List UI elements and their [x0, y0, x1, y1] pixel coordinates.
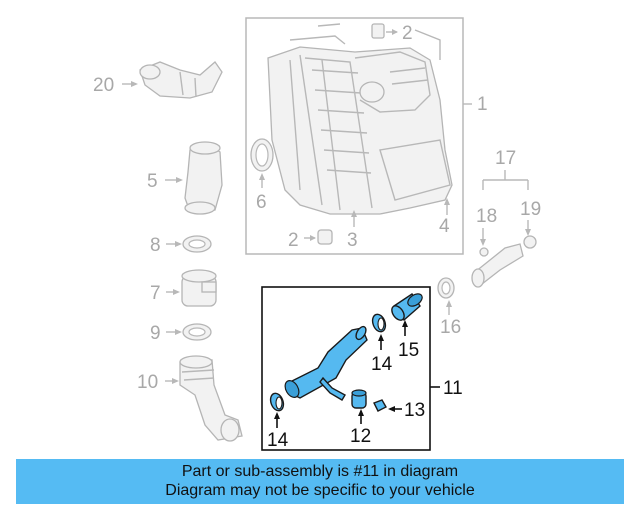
- callout-1: 1: [477, 94, 488, 115]
- elbow-hose-part-5: 5: [147, 141, 223, 215]
- sleeve-part-15: 15: [391, 293, 423, 361]
- clamp-part-16: 16: [437, 277, 461, 338]
- o-ring-part-8: 8: [150, 235, 212, 256]
- grommet-part-2-bottom: 2: [288, 229, 333, 251]
- callout-13: 13: [404, 400, 425, 421]
- intake-duct-part-20: 20: [93, 61, 223, 99]
- info-banner: Part or sub-assembly is #11 in diagram D…: [16, 459, 624, 504]
- callout-12: 12: [350, 426, 371, 447]
- fitting-part-13: 13: [373, 399, 425, 421]
- sub-assembly-box-11: [261, 286, 431, 451]
- callout-14-upper: 14: [371, 354, 393, 375]
- clamp-part-14-upper: 14: [371, 313, 393, 375]
- pipe-assembly-11: [284, 325, 368, 401]
- callout-17: 17: [495, 148, 516, 169]
- callout-4: 4: [439, 216, 450, 237]
- callout-15: 15: [398, 340, 419, 361]
- callout-3: 3: [347, 230, 358, 251]
- tube-parts-18-19: [471, 235, 537, 288]
- callout-10: 10: [137, 372, 158, 393]
- callout-14-lower: 14: [267, 430, 289, 451]
- callout-9: 9: [150, 323, 161, 344]
- callout-20: 20: [93, 75, 114, 96]
- air-cleaner-housing-drawing: [267, 23, 453, 215]
- callout-18: 18: [476, 206, 497, 227]
- callout-6: 6: [256, 192, 267, 213]
- sensor-part-7: 7: [150, 269, 217, 307]
- callout-8: 8: [150, 235, 161, 256]
- grommet-part-2-top: 2: [371, 23, 413, 44]
- callout-11: 11: [443, 378, 463, 399]
- callout-2-bottom: 2: [288, 230, 299, 251]
- hose-part-10: 10: [137, 355, 243, 442]
- callout-2-top: 2: [402, 23, 413, 44]
- bracket-label-17: 17 18 19: [476, 148, 541, 246]
- banner-line-part: Part or sub-assembly is #11 in diagram: [181, 463, 459, 480]
- callout-16: 16: [440, 317, 461, 338]
- callout-5: 5: [147, 171, 158, 192]
- banner-line-disclaimer: Diagram may not be specific to your vehi…: [165, 482, 475, 499]
- assembly-box-1: [245, 17, 464, 255]
- clamp-part-9: 9: [150, 323, 212, 344]
- seal-part-6: 6: [250, 138, 274, 213]
- callout-19: 19: [520, 199, 541, 220]
- grommet-part-12: 12: [350, 389, 371, 447]
- clamp-part-14-lower: 14: [267, 392, 289, 451]
- callout-7: 7: [150, 283, 161, 304]
